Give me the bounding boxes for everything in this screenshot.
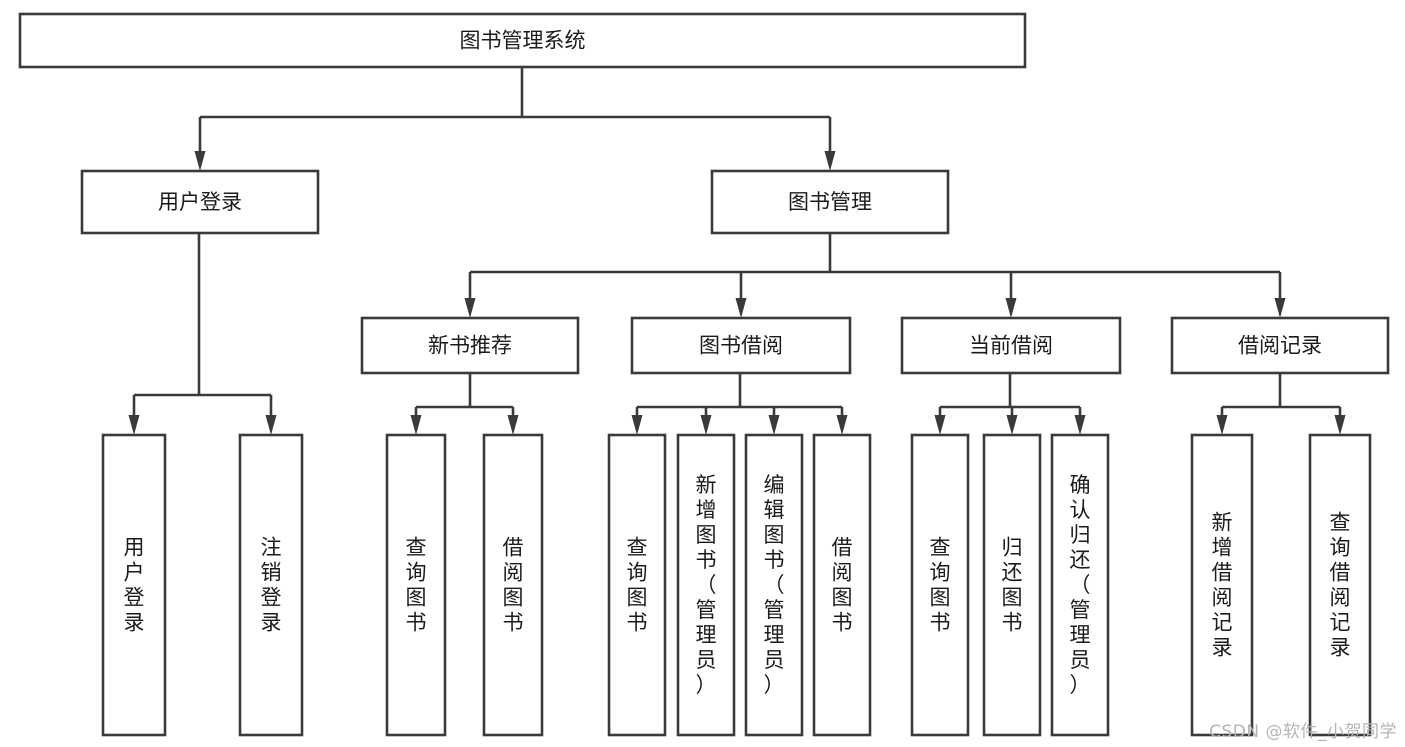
node-label: 查询图书 [627,536,648,635]
node-leaf-query-book-1[interactable]: 查询图书 [385,433,447,737]
node-box [238,433,304,737]
arrow-head-icon [824,151,836,171]
node-label: 借阅图书 [503,536,524,635]
node-leaf-borrow-book-2[interactable]: 借阅图书 [812,433,872,737]
node-label: 查询借阅记录 [1330,511,1351,660]
node-box [482,433,544,737]
node-leaf-borrow-book-1[interactable]: 借阅图书 [482,433,544,737]
node-label: 图书管理系统 [460,29,586,53]
arrow-head-icon [1334,415,1346,435]
edge-group-borrow [631,373,848,435]
node-leaf-query-book-2[interactable]: 查询图书 [607,433,667,737]
node-leaf-query-record[interactable]: 查询借阅记录 [1308,433,1372,737]
node-box [1308,433,1372,737]
node-borrow[interactable]: 图书借阅 [630,316,852,375]
edge-group-newbook [410,373,519,435]
node-leaf-confirm-return[interactable]: 确认归还（管理员） [1050,433,1110,737]
node-box [80,169,320,235]
node-box [1170,316,1390,375]
node-label: 用户登录 [124,536,145,635]
node-box [385,433,447,737]
arrow-head-icon [1074,415,1086,435]
arrow-head-icon [128,415,140,435]
node-leaf-query-book-3[interactable]: 查询图书 [910,433,970,737]
arrow-head-icon [631,415,643,435]
node-box [910,433,970,737]
arrow-head-icon [768,415,780,435]
node-bookmgmt[interactable]: 图书管理 [710,169,950,235]
node-label: 新增借阅记录 [1212,511,1233,660]
arrow-head-icon [1216,415,1228,435]
edge-group-records [1216,373,1346,435]
node-box [982,433,1042,737]
arrow-head-icon [265,415,277,435]
node-label: 图书借阅 [699,334,783,358]
node-box [1050,433,1110,737]
node-newbook[interactable]: 新书推荐 [360,316,580,375]
node-label: 用户登录 [158,190,242,214]
node-leaf-user-logout[interactable]: 注销登录 [238,433,304,737]
node-box [744,433,804,737]
node-leaf-user-login[interactable]: 用户登录 [101,433,167,737]
node-label: 查询图书 [930,536,951,635]
node-label: 图书管理 [788,190,872,214]
arrow-head-icon [735,298,747,318]
arrow-head-icon [194,151,206,171]
node-label: 注销登录 [261,536,282,635]
edge-group-current [934,373,1086,435]
node-leaf-edit-book[interactable]: 编辑图书（管理员） [744,433,804,737]
node-layer: 图书管理系统用户登录图书管理新书推荐图书借阅当前借阅借阅记录用户登录注销登录查询… [18,12,1390,737]
node-leaf-add-record[interactable]: 新增借阅记录 [1190,433,1254,737]
node-records[interactable]: 借阅记录 [1170,316,1390,375]
edge-group-bookmgmt [464,233,1286,318]
node-leaf-return-book[interactable]: 归还图书 [982,433,1042,737]
arrow-head-icon [507,415,519,435]
arrow-head-icon [700,415,712,435]
node-box [710,169,950,235]
connector-layer [128,67,1346,435]
node-label: 编辑图书（管理员） [764,473,785,697]
node-label: 确认归还（管理员） [1070,473,1091,697]
node-label: 新增图书（管理员） [696,473,717,697]
node-box [900,316,1122,375]
node-login[interactable]: 用户登录 [80,169,320,235]
node-label: 借阅记录 [1238,334,1322,358]
node-current[interactable]: 当前借阅 [900,316,1122,375]
node-label: 查询图书 [406,536,427,635]
node-box [812,433,872,737]
node-box [18,12,1027,69]
node-label: 新书推荐 [428,334,512,358]
node-label: 当前借阅 [969,334,1053,358]
arrow-head-icon [464,298,476,318]
node-leaf-add-book[interactable]: 新增图书（管理员） [676,433,736,737]
node-label: 归还图书 [1002,536,1023,635]
arrow-head-icon [1274,298,1286,318]
arrow-head-icon [1006,415,1018,435]
node-box [1190,433,1254,737]
node-box [360,316,580,375]
node-root[interactable]: 图书管理系统 [18,12,1027,69]
arrow-head-icon [1005,298,1017,318]
node-box [101,433,167,737]
arrow-head-icon [836,415,848,435]
edge-group-root [194,67,836,171]
node-box [630,316,852,375]
edge-group-login [128,233,277,435]
arrow-head-icon [934,415,946,435]
node-box [676,433,736,737]
arrow-head-icon [410,415,422,435]
node-box [607,433,667,737]
node-label: 借阅图书 [832,536,853,635]
watermark-label: CSDN @软件_小贺同学 [1209,722,1397,742]
